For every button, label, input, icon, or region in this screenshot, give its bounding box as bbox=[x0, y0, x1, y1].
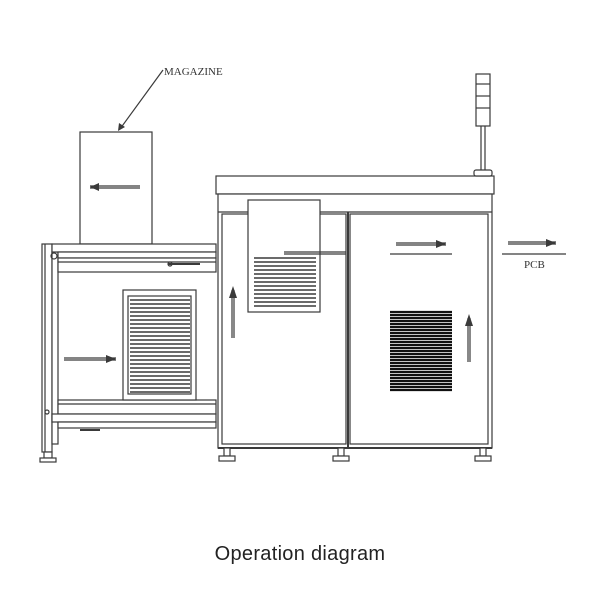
left-conveyor-arrow bbox=[64, 355, 116, 363]
signal-tower bbox=[473, 73, 493, 177]
left-panel-up-arrow bbox=[229, 286, 237, 338]
left-conveyor-frame bbox=[39, 243, 217, 463]
magazine-label: MAGAZINE bbox=[164, 66, 223, 78]
transfer-line bbox=[284, 251, 346, 255]
right-panel-arrow bbox=[390, 240, 452, 255]
pcb-stack bbox=[390, 310, 452, 392]
pcb-label: PCB bbox=[524, 259, 545, 271]
diagram-caption: Operation diagram bbox=[214, 543, 386, 565]
pcb-out-arrow bbox=[502, 239, 566, 255]
magazine-leader-arrow bbox=[118, 69, 164, 131]
machine-feet bbox=[218, 447, 492, 462]
right-panel-up-arrow bbox=[465, 314, 473, 362]
magazine-box-lower bbox=[122, 289, 197, 401]
magazine-box-top bbox=[79, 131, 153, 245]
magazine-box-in-machine bbox=[247, 199, 321, 313]
